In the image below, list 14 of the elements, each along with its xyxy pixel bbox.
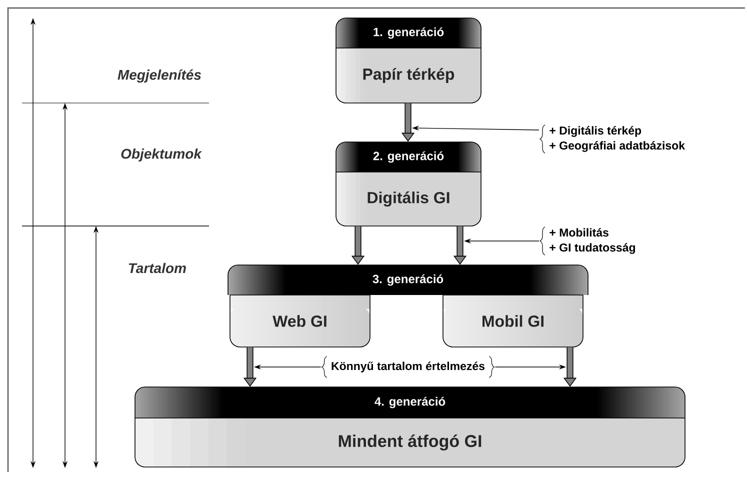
layer-label: Tartalom	[128, 262, 186, 274]
annotation-note: + Digitális térkép + Geográfiai adatbázisok	[540, 124, 686, 154]
annotation-note: Könnyű tartalom értelmezés	[322, 356, 494, 378]
generation-box: 1. generáció Papír térkép	[336, 18, 482, 104]
node-label: Web GI	[272, 315, 326, 327]
layer-label: Objektumok	[121, 148, 202, 162]
generation-box: 4. generáció Mindent átfogó GI	[134, 386, 686, 468]
annotation-note: + Mobilitás + GI tudatosság	[540, 226, 635, 256]
sub-box: Mobil GI	[442, 294, 584, 348]
generation-header: 3. generáció	[228, 264, 588, 296]
generation-box: 2. generáció Digitális GI	[336, 142, 482, 226]
layer-label: Megjelenítés	[118, 69, 202, 83]
sub-box: Web GI	[230, 294, 370, 348]
node-label: Mobil GI	[482, 315, 544, 327]
